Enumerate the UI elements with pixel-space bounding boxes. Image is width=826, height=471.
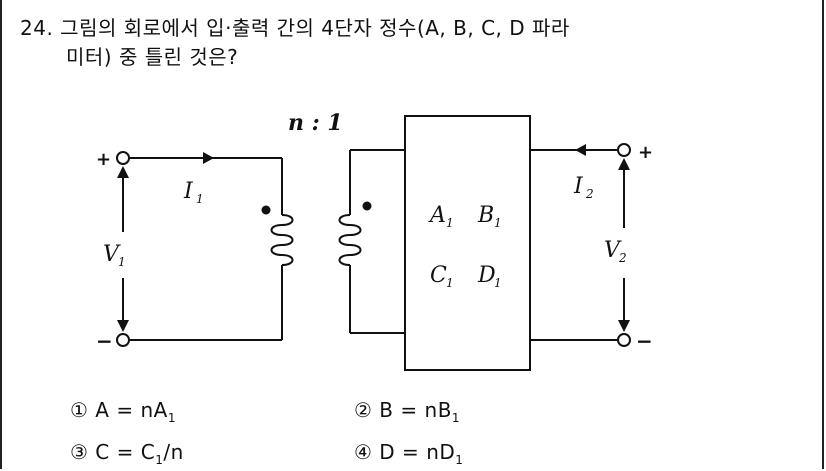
v2-label: V bbox=[604, 238, 622, 263]
choice-2-sub: 1 bbox=[451, 411, 461, 425]
choice-4-marker: ④ bbox=[354, 440, 373, 464]
choice-1-marker: ① bbox=[70, 398, 89, 422]
param-a1-sub: 1 bbox=[446, 216, 454, 230]
choice-3[interactable]: ③ C = C1/n bbox=[70, 440, 184, 467]
secondary-coil bbox=[338, 214, 362, 266]
i2-subscript: 2 bbox=[585, 187, 594, 201]
input-bottom-terminal bbox=[116, 333, 130, 347]
choice-4-lhs: D bbox=[379, 440, 396, 464]
choice-3-sub: 1 bbox=[155, 453, 164, 467]
choice-3-marker: ③ bbox=[70, 440, 89, 464]
i2-label: I bbox=[573, 174, 584, 199]
secondary-polarity-dot bbox=[362, 201, 372, 211]
param-b1: B bbox=[477, 203, 494, 228]
choice-3-lhs: C bbox=[95, 440, 110, 464]
v1-label: V bbox=[103, 242, 121, 267]
v2-up-arrowhead bbox=[618, 158, 630, 170]
choice-4[interactable]: ④ D = nD1 bbox=[354, 440, 464, 467]
i2-arrowhead bbox=[575, 144, 586, 156]
question-line1: 그림의 회로에서 입·출력 간의 4단자 정수(A, B, C, D 파라 bbox=[60, 16, 570, 40]
choice-2-marker: ② bbox=[354, 398, 373, 422]
choice-1-sub: 1 bbox=[167, 411, 176, 425]
output-minus-sign: − bbox=[636, 329, 653, 353]
input-top-terminal bbox=[116, 151, 130, 165]
v1-subscript: 1 bbox=[118, 255, 126, 269]
question-line2: 미터) 중 틀린 것은? bbox=[66, 45, 239, 69]
primary-coil bbox=[270, 214, 294, 266]
output-top-terminal bbox=[617, 143, 631, 157]
choice-1[interactable]: ① A = nA1 bbox=[70, 398, 176, 425]
v2-down-arrowhead bbox=[618, 320, 630, 332]
v1-down-arrowhead bbox=[117, 320, 129, 332]
input-minus-sign: − bbox=[96, 329, 113, 353]
v1-up-arrowhead bbox=[117, 166, 129, 178]
param-b1-sub: 1 bbox=[494, 216, 502, 230]
choice-2-rhs: nB bbox=[424, 398, 452, 422]
output-plus-sign: + bbox=[638, 142, 653, 163]
input-plus-sign: + bbox=[96, 149, 111, 170]
choice-2[interactable]: ② B = nB1 bbox=[354, 398, 461, 425]
question-text: 24. 그림의 회로에서 입·출력 간의 4단자 정수(A, B, C, D 파… bbox=[20, 14, 800, 72]
param-d1-sub: 1 bbox=[494, 276, 502, 290]
i1-label: I bbox=[183, 179, 194, 204]
param-a1: A bbox=[428, 203, 446, 228]
output-bottom-terminal bbox=[617, 333, 631, 347]
param-c1-sub: 1 bbox=[446, 276, 454, 290]
choice-1-rhs: nA bbox=[140, 398, 168, 422]
choice-4-rhs: nD bbox=[426, 440, 456, 464]
v2-subscript: 2 bbox=[618, 251, 627, 265]
choice-2-lhs: B bbox=[379, 398, 394, 422]
primary-polarity-dot bbox=[261, 205, 271, 215]
turns-ratio-label: n : 1 bbox=[288, 110, 343, 136]
choice-3-tail: /n bbox=[163, 440, 184, 464]
i1-subscript: 1 bbox=[196, 192, 204, 206]
choice-1-lhs: A bbox=[95, 398, 110, 422]
question-number: 24. bbox=[20, 16, 54, 40]
param-c1: C bbox=[430, 263, 447, 288]
choice-3-rhs: C bbox=[140, 440, 156, 464]
param-d1: D bbox=[477, 263, 496, 288]
two-port-network-box bbox=[404, 115, 531, 371]
i1-arrowhead bbox=[203, 152, 214, 164]
choice-4-sub: 1 bbox=[455, 453, 464, 467]
